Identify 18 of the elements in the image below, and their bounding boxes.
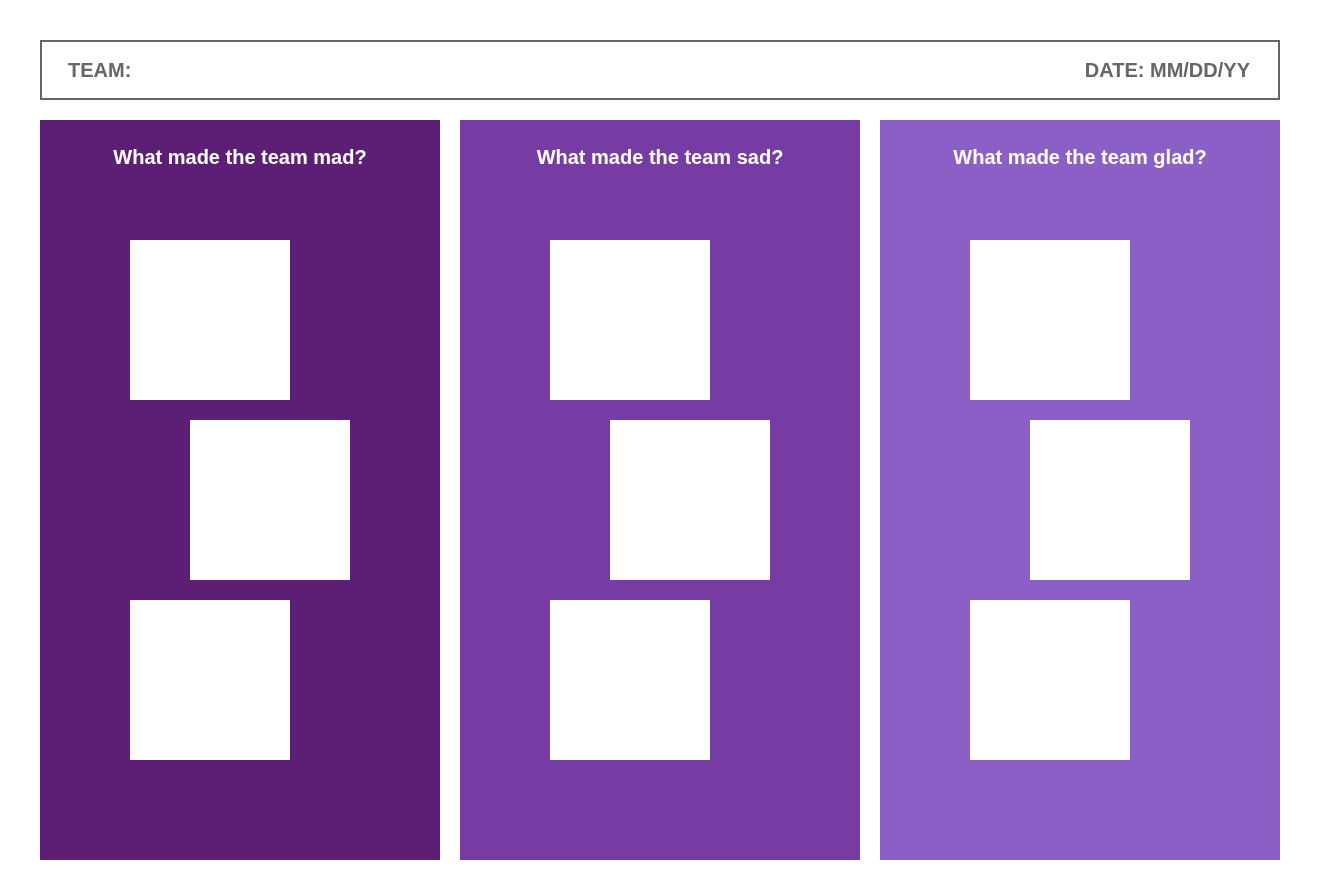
note-card: [550, 600, 710, 760]
note-card: [1030, 420, 1190, 580]
date-label: DATE: MM/DD/YY: [1084, 58, 1250, 82]
note-card: [190, 420, 350, 580]
note-card: [130, 240, 290, 400]
note-card: [550, 240, 710, 400]
column-panel: [880, 120, 1280, 860]
note-card: [610, 420, 770, 580]
note-card: [970, 600, 1130, 760]
note-card: [130, 600, 290, 760]
column-heading: What made the team sad?: [535, 145, 785, 169]
column-heading: What made the team glad?: [952, 145, 1208, 169]
header-bar: [40, 40, 1280, 100]
column-panel: [40, 120, 440, 860]
team-label: TEAM:: [68, 58, 132, 82]
column-heading: What made the team mad?: [112, 145, 368, 169]
note-card: [970, 240, 1130, 400]
column-panel: [460, 120, 860, 860]
